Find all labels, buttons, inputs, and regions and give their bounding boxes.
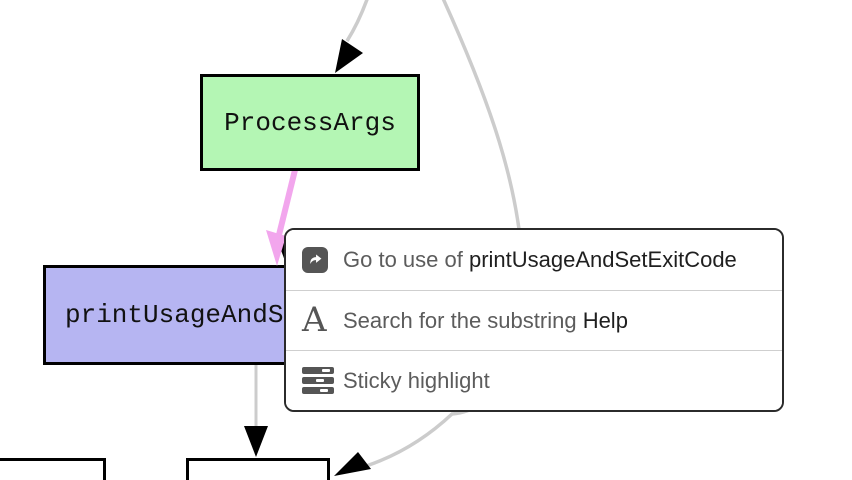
arrowhead-loop-into-bottom-middle xyxy=(334,452,371,476)
arrowhead-into-processargs xyxy=(335,39,363,73)
graph-node-processargs[interactable]: ProcessArgs xyxy=(200,74,420,171)
graph-node-partial-bottom-left[interactable] xyxy=(0,458,106,480)
highlighted-call-edge[interactable] xyxy=(274,169,298,244)
go-to-use-icon xyxy=(302,247,328,273)
arrowhead-into-printusage-highlight xyxy=(266,230,286,266)
menu-item-target: printUsageAndSetExitCode xyxy=(468,247,737,272)
search-substring-icon: A xyxy=(302,299,327,340)
menu-item-text: Sticky highlight xyxy=(343,367,490,393)
arrowhead-into-bottom-middle xyxy=(244,426,268,457)
menu-item-text: Search for the substring xyxy=(343,307,583,333)
menu-item-sticky-highlight[interactable]: Sticky highlight xyxy=(286,350,782,410)
context-menu: Go to use of printUsageAndSetExitCode A … xyxy=(284,228,784,412)
menu-item-text: Go to use of xyxy=(343,247,469,272)
menu-item-target: Help xyxy=(582,307,628,333)
sticky-highlight-icon xyxy=(302,367,334,394)
graph-node-partial-bottom-middle[interactable] xyxy=(186,458,330,480)
node-label: ProcessArgs xyxy=(224,107,396,138)
incoming-call-edge[interactable] xyxy=(345,0,369,42)
menu-item-go-to-use[interactable]: Go to use of printUsageAndSetExitCode xyxy=(286,230,782,290)
menu-item-search-substring[interactable]: A Search for the substring Help xyxy=(286,290,782,350)
